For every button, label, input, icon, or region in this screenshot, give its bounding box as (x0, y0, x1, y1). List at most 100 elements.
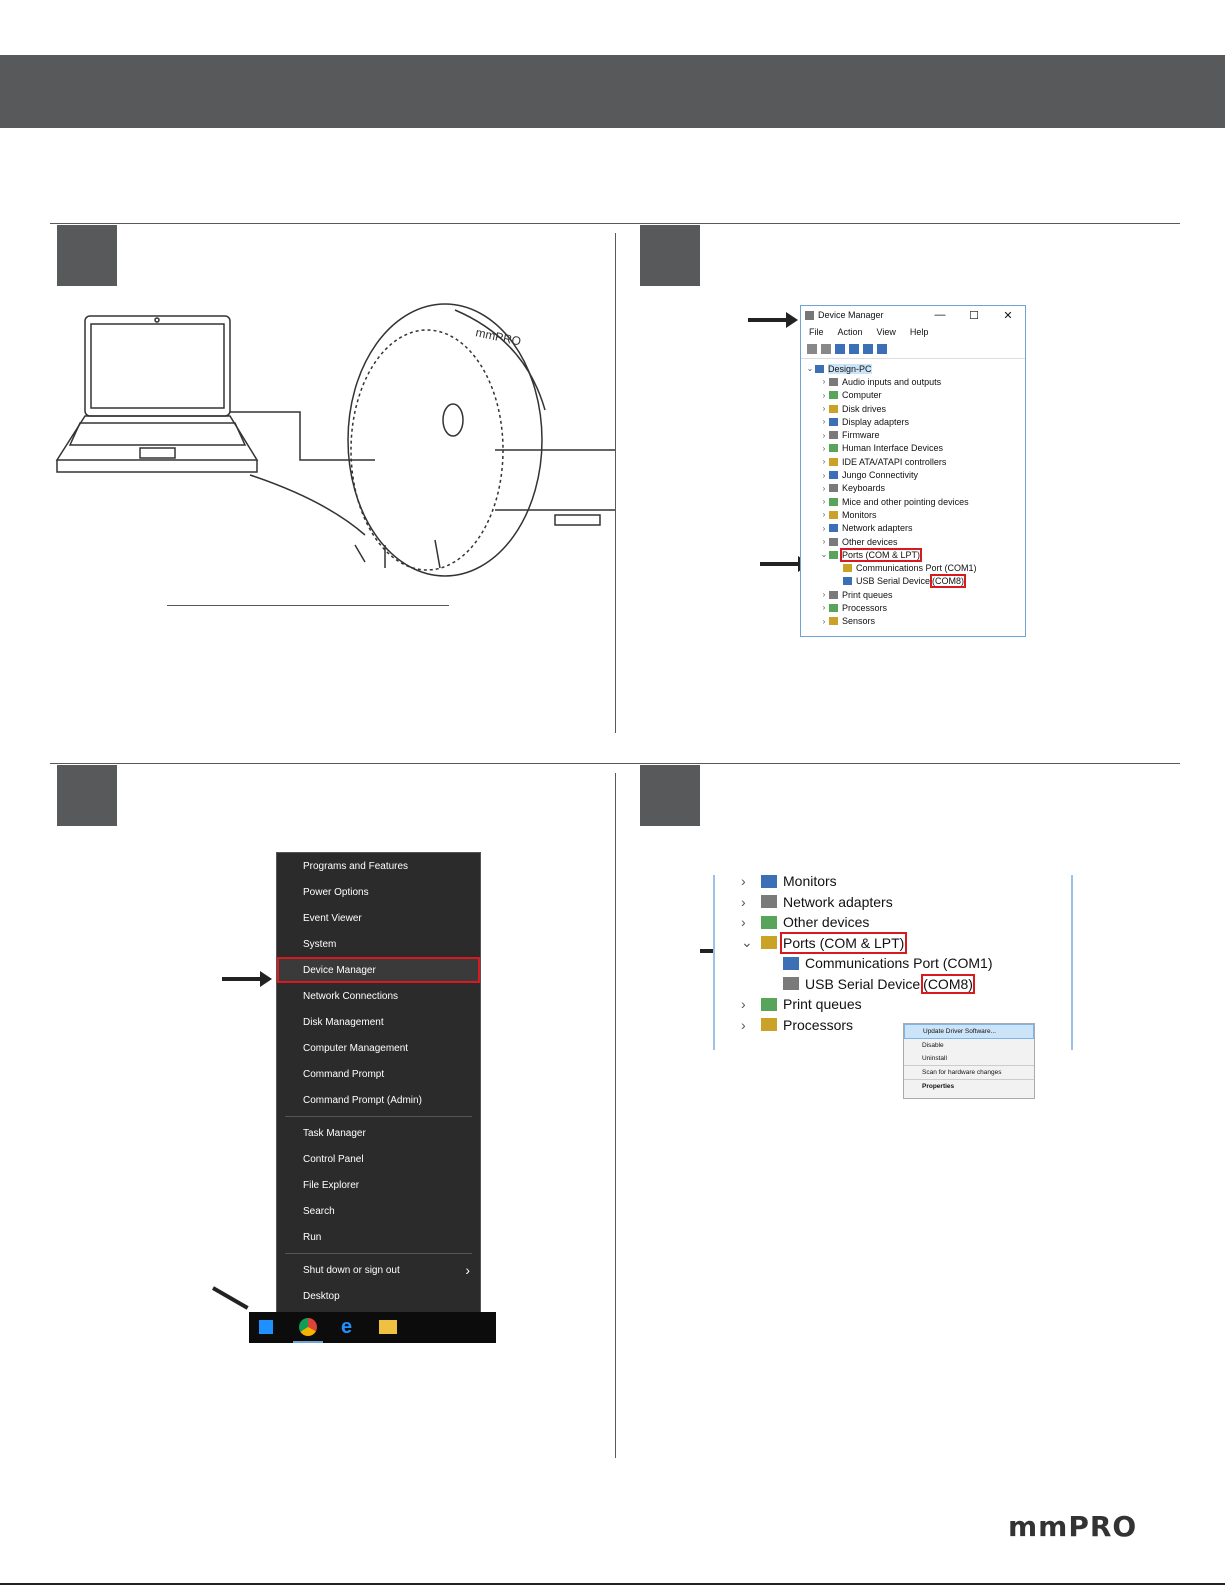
dm-tree-row[interactable]: ›Firmware (801, 428, 1025, 441)
chevron-right-icon[interactable]: › (822, 417, 826, 427)
dm-tree-row[interactable]: ›Audio inputs and outputs (801, 375, 1025, 388)
chevron-down-icon[interactable]: ⌄ (820, 550, 828, 560)
chevron-right-icon[interactable]: › (741, 875, 746, 890)
dm-tree-row[interactable]: USB Serial Device(COM8) (801, 574, 1025, 589)
chevron-down-icon[interactable]: ⌄ (741, 934, 753, 951)
chevron-down-icon[interactable]: ⌄ (806, 364, 814, 374)
chevron-right-icon[interactable]: › (822, 470, 826, 480)
winx-menu-item[interactable]: Device Manager (277, 957, 480, 983)
dm-tree-row[interactable]: ›Display adapters (801, 415, 1025, 428)
dm-tree-row[interactable]: ›Disk drives (801, 402, 1025, 415)
chevron-right-icon[interactable]: › (822, 616, 826, 626)
minimize-button[interactable]: — (934, 308, 946, 321)
dm-tree-row[interactable]: ›Processors (801, 601, 1025, 614)
file-explorer-icon[interactable] (379, 1320, 397, 1334)
properties-icon[interactable] (835, 344, 845, 354)
dm-tree-label: Ports (COM & LPT) (839, 547, 923, 562)
menu-help[interactable]: Help (909, 327, 929, 337)
menu-view[interactable]: View (876, 327, 896, 337)
zoom-tree-row[interactable]: Communications Port (COM1) (715, 953, 1071, 974)
zoom-tree-row[interactable]: ›Monitors (715, 875, 1071, 892)
device-manager-window[interactable]: Device Manager — ☐ ✕ File Action View He… (800, 305, 1026, 637)
chevron-right-icon[interactable]: › (822, 483, 826, 493)
context-menu-item[interactable]: Properties (904, 1079, 1034, 1093)
chevron-right-icon[interactable]: › (822, 430, 826, 440)
monitor-icon[interactable] (877, 344, 887, 354)
edge-icon[interactable]: e (341, 1316, 353, 1338)
dm-tree-row[interactable]: ⌄ Ports (COM & LPT) (801, 547, 1025, 562)
device-category-icon (761, 1018, 777, 1032)
winx-menu-item[interactable]: Desktop (277, 1283, 480, 1309)
back-arrow-icon[interactable] (807, 344, 817, 354)
chevron-right-icon[interactable]: › (822, 443, 826, 453)
winx-menu-item[interactable]: Command Prompt (Admin) (277, 1087, 480, 1113)
dm-tree-row[interactable]: ›Print queues (801, 588, 1025, 601)
dm-tree-row[interactable]: ›IDE ATA/ATAPI controllers (801, 455, 1025, 468)
winx-menu-item[interactable]: Run (277, 1224, 480, 1250)
update-icon[interactable] (863, 344, 873, 354)
dm-tree-row[interactable]: ⌄Design-PC (801, 362, 1025, 375)
dm-titlebar[interactable]: Device Manager — ☐ ✕ (801, 306, 1025, 324)
column-divider-top (615, 233, 616, 733)
winx-menu-item[interactable]: File Explorer (277, 1172, 480, 1198)
chevron-right-icon[interactable]: › (822, 497, 826, 507)
zoom-tree-row[interactable]: ›Print queues (715, 994, 1071, 1015)
chevron-right-icon[interactable]: › (822, 377, 826, 387)
chevron-right-icon[interactable]: › (741, 1016, 746, 1033)
device-category-icon (829, 510, 838, 519)
chevron-right-icon[interactable]: › (741, 893, 746, 910)
dm-tree-row[interactable]: ›Sensors (801, 615, 1025, 628)
winx-menu-item[interactable]: Network Connections (277, 983, 480, 1009)
zoom-tree-row[interactable]: ›Other devices (715, 912, 1071, 933)
dm-tree-row[interactable]: ›Network adapters (801, 522, 1025, 535)
chevron-right-icon[interactable]: › (822, 510, 826, 520)
zoom-tree-row[interactable]: ›Processors (715, 1015, 1071, 1036)
zoom-tree-row[interactable]: USB Serial Device(COM8) (715, 973, 1071, 995)
chrome-icon[interactable] (299, 1318, 317, 1336)
winx-menu-item[interactable]: Disk Management (277, 1009, 480, 1035)
chevron-right-icon[interactable]: › (741, 914, 746, 931)
winx-menu-item[interactable]: Task Manager (277, 1120, 480, 1146)
chevron-right-icon[interactable]: › (822, 590, 826, 600)
dm-tree-row[interactable]: ›Human Interface Devices (801, 442, 1025, 455)
dm-title: Device Manager (818, 310, 884, 320)
context-menu-item[interactable]: Uninstall (922, 1055, 947, 1062)
chevron-right-icon[interactable]: › (822, 523, 826, 533)
dm-tree-row[interactable]: ›Other devices (801, 535, 1025, 548)
winx-menu-item[interactable]: Shut down or sign out› (277, 1257, 480, 1283)
chevron-right-icon[interactable]: › (741, 996, 746, 1013)
winx-menu-item[interactable]: Programs and Features (277, 853, 480, 879)
winx-menu-item[interactable]: Control Panel (277, 1146, 480, 1172)
dm-tree-row[interactable]: ›Computer (801, 389, 1025, 402)
chevron-right-icon[interactable]: › (822, 537, 826, 546)
windows-start-icon[interactable] (259, 1320, 273, 1334)
dm-tree-row[interactable]: ›Keyboards (801, 482, 1025, 495)
winx-menu-item[interactable]: System (277, 931, 480, 957)
chevron-right-icon[interactable]: › (822, 457, 826, 467)
maximize-button[interactable]: ☐ (969, 309, 979, 322)
winx-menu-item[interactable]: Command Prompt (277, 1061, 480, 1087)
dm-tree-row[interactable]: ›Monitors (801, 508, 1025, 521)
winx-menu-item[interactable]: Event Viewer (277, 905, 480, 931)
close-button[interactable]: ✕ (1003, 309, 1013, 322)
menu-action[interactable]: Action (837, 327, 863, 337)
chevron-right-icon[interactable]: › (822, 603, 826, 613)
winx-menu-item[interactable]: Computer Management (277, 1035, 480, 1061)
context-menu-item[interactable]: Scan for hardware changes (904, 1065, 1034, 1079)
chevron-right-icon[interactable]: › (822, 390, 826, 400)
dm-tree-row[interactable]: ›Mice and other pointing devices (801, 495, 1025, 508)
chevron-right-icon[interactable]: › (822, 404, 826, 414)
context-menu-item[interactable]: Update Driver Software... (904, 1024, 1034, 1039)
menu-file[interactable]: File (809, 327, 824, 337)
zoom-tree-row[interactable]: ›Network adapters (715, 892, 1071, 913)
context-menu-item[interactable]: Disable (922, 1042, 944, 1049)
help-icon[interactable] (849, 344, 859, 354)
dm-tree-row[interactable]: ›Jungo Connectivity (801, 468, 1025, 481)
winx-menu-item[interactable]: Search (277, 1198, 480, 1224)
winx-menu-item[interactable]: Power Options (277, 879, 480, 905)
dm-tree-row[interactable]: Communications Port (COM1) (801, 561, 1025, 574)
zoom-tree-row[interactable]: ⌄Ports (COM & LPT) (715, 931, 1071, 954)
forward-arrow-icon[interactable] (821, 344, 831, 354)
